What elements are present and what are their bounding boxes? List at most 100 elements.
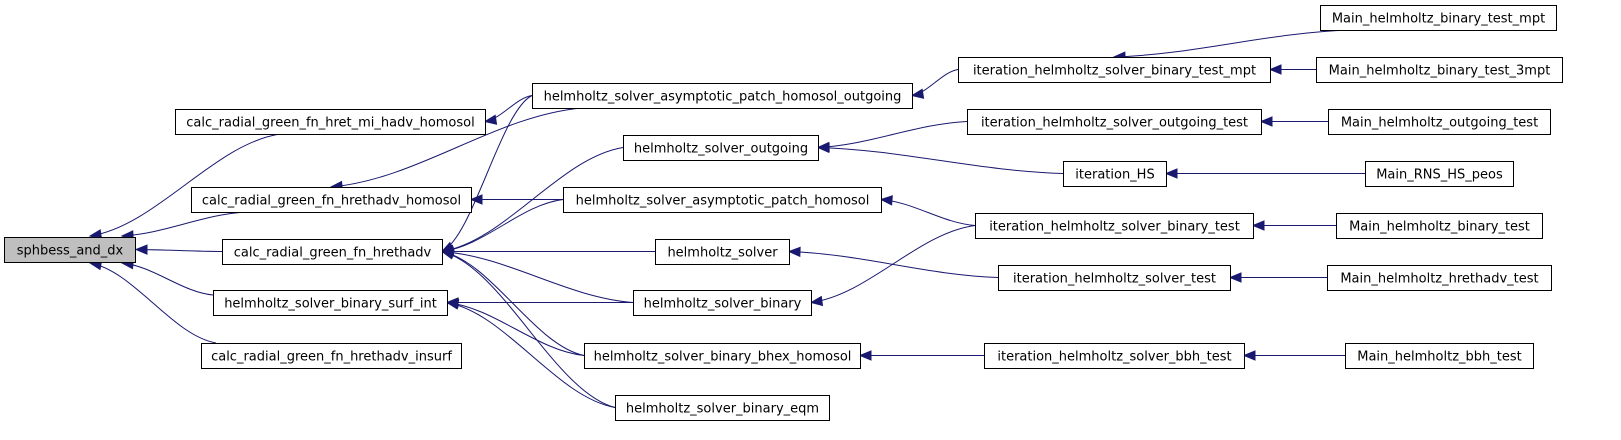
- node-box[interactable]: [4, 237, 136, 263]
- graph-node-n-m-3mpt[interactable]: Main_helmholtz_binary_test_3mpt: [1316, 57, 1563, 83]
- graph-node-n-asym[interactable]: helmholtz_solver_asymptotic_patch_homoso…: [563, 187, 882, 213]
- node-label: helmholtz_solver_binary: [644, 297, 802, 312]
- node-box[interactable]: [191, 187, 472, 213]
- node-box[interactable]: [1365, 161, 1514, 187]
- edge-arrowhead: [445, 299, 460, 310]
- graph-edge: [788, 251, 999, 278]
- node-label: iteration_HS: [1075, 168, 1154, 183]
- node-box[interactable]: [623, 135, 819, 161]
- node-label: helmholtz_solver_asymptotic_patch_homoso…: [544, 90, 902, 105]
- node-box[interactable]: [655, 239, 790, 265]
- edge-arrowhead: [440, 249, 455, 260]
- node-label: Main_helmholtz_hrethadv_test: [1340, 272, 1538, 287]
- graph-edge: [817, 147, 1064, 174]
- edge-arrowhead: [1228, 272, 1242, 283]
- node-box[interactable]: [975, 213, 1254, 239]
- graph-node-n-hrethadv[interactable]: calc_radial_green_fn_hrethadv: [222, 239, 443, 265]
- graph-node-n-asym-out[interactable]: helmholtz_solver_asymptotic_patch_homoso…: [532, 83, 913, 109]
- node-box[interactable]: [984, 343, 1245, 369]
- edge-arrowhead: [1251, 220, 1265, 231]
- node-label: helmholtz_solver_binary_bhex_homosol: [594, 350, 852, 365]
- graph-edge: [89, 133, 281, 237]
- graph-node-sphbess-and-dx[interactable]: sphbess_and_dx: [4, 237, 136, 263]
- node-box[interactable]: [1063, 161, 1167, 187]
- edge-arrowhead: [879, 195, 893, 206]
- graph-node-n-m-rns[interactable]: Main_RNS_HS_peos: [1365, 161, 1514, 187]
- graph-edge: [121, 211, 247, 237]
- node-label: iteration_helmholtz_solver_binary_test_m…: [973, 64, 1256, 79]
- node-label: iteration_helmholtz_solver_binary_test: [989, 220, 1240, 235]
- graph-edge: [880, 199, 976, 226]
- node-box[interactable]: [633, 290, 812, 316]
- graph-node-n-hret-mi[interactable]: calc_radial_green_fn_hret_mi_hadv_homoso…: [175, 109, 486, 135]
- graph-node-n-insurf[interactable]: calc_radial_green_fn_hrethadv_insurf: [201, 343, 462, 369]
- graph-node-n-m-mpt[interactable]: Main_helmholtz_binary_test_mpt: [1320, 5, 1557, 31]
- node-box[interactable]: [1345, 343, 1534, 369]
- edge-arrowhead: [134, 244, 148, 255]
- node-box[interactable]: [1316, 57, 1563, 83]
- node-box[interactable]: [201, 343, 462, 369]
- graph-edge: [441, 147, 624, 252]
- edge-arrowhead: [787, 246, 801, 258]
- graph-node-n-m-bbh[interactable]: Main_helmholtz_bbh_test: [1345, 343, 1534, 369]
- node-label: helmholtz_solver_outgoing: [634, 142, 808, 157]
- graph-node-n-m-hreth[interactable]: Main_helmholtz_hrethadv_test: [1327, 265, 1552, 291]
- node-box[interactable]: [563, 187, 882, 213]
- graph-node-n-it-hs[interactable]: iteration_HS: [1063, 161, 1167, 187]
- node-label: Main_helmholtz_outgoing_test: [1341, 116, 1538, 131]
- graph-edge: [135, 249, 223, 252]
- graph-node-n-it-mpt[interactable]: iteration_helmholtz_solver_binary_test_m…: [958, 57, 1271, 83]
- graph-edge: [441, 251, 616, 408]
- node-box[interactable]: [1320, 5, 1557, 31]
- node-box[interactable]: [222, 239, 443, 265]
- node-box[interactable]: [584, 343, 861, 369]
- node-label: helmholtz_solver_binary_eqm: [626, 402, 819, 417]
- graph-node-n-binary[interactable]: helmholtz_solver_binary: [633, 290, 812, 316]
- graph-node-n-bhex[interactable]: helmholtz_solver_binary_bhex_homosol: [584, 343, 861, 369]
- edge-arrowhead: [1242, 350, 1256, 361]
- graph-node-n-it-bbh[interactable]: iteration_helmholtz_solver_bbh_test: [984, 343, 1245, 369]
- graph-node-n-eqm[interactable]: helmholtz_solver_binary_eqm: [615, 395, 830, 421]
- edge-arrowhead: [809, 295, 824, 307]
- node-label: iteration_helmholtz_solver_outgoing_test: [981, 116, 1248, 131]
- graph-edges: [88, 29, 1365, 408]
- node-box[interactable]: [1327, 265, 1552, 291]
- node-label: Main_helmholtz_binary_test_3mpt: [1329, 64, 1551, 79]
- graph-node-n-hrethadv-homosol[interactable]: calc_radial_green_fn_hrethadv_homosol: [191, 187, 472, 213]
- edge-arrowhead: [816, 142, 830, 154]
- graph-node-n-outgoing[interactable]: helmholtz_solver_outgoing: [623, 135, 819, 161]
- node-label: calc_radial_green_fn_hrethadv_insurf: [211, 350, 452, 365]
- node-box[interactable]: [532, 83, 913, 109]
- node-box[interactable]: [967, 109, 1262, 135]
- graph-edge: [330, 107, 583, 188]
- graph-node-n-it-bin[interactable]: iteration_helmholtz_solver_binary_test: [975, 213, 1254, 239]
- edge-arrowhead: [1259, 116, 1273, 127]
- graph-edge: [89, 262, 217, 344]
- graph-node-n-solver[interactable]: helmholtz_solver: [655, 239, 790, 265]
- node-box[interactable]: [175, 109, 486, 135]
- node-label: Main_RNS_HS_peos: [1376, 168, 1503, 183]
- node-box[interactable]: [1328, 109, 1551, 135]
- node-label: helmholtz_solver_asymptotic_patch_homoso…: [576, 194, 870, 209]
- edge-arrowhead: [910, 88, 925, 99]
- node-box[interactable]: [958, 57, 1271, 83]
- node-label: helmholtz_solver_binary_surf_int: [224, 297, 437, 312]
- graph-edge: [441, 251, 634, 303]
- graph-node-n-m-out[interactable]: Main_helmholtz_outgoing_test: [1328, 109, 1551, 135]
- graph-edge: [446, 302, 585, 356]
- graph-node-n-m-bin[interactable]: Main_helmholtz_binary_test: [1336, 213, 1543, 239]
- node-box[interactable]: [1336, 213, 1543, 239]
- node-box[interactable]: [998, 265, 1231, 291]
- node-label: Main_helmholtz_bbh_test: [1357, 350, 1521, 365]
- node-label: calc_radial_green_fn_hrethadv_homosol: [202, 194, 461, 209]
- node-box[interactable]: [213, 290, 448, 316]
- graph-edge: [446, 302, 616, 408]
- graph-node-n-surf-int[interactable]: helmholtz_solver_binary_surf_int: [213, 290, 448, 316]
- edge-arrowhead: [1268, 64, 1282, 75]
- graph-node-n-it-out[interactable]: iteration_helmholtz_solver_outgoing_test: [967, 109, 1262, 135]
- graph-nodes: sphbess_and_dx calc_radial_green_fn_hret_…: [4, 5, 1563, 421]
- node-box[interactable]: [615, 395, 830, 421]
- graph-node-n-it-test[interactable]: iteration_helmholtz_solver_test: [998, 265, 1231, 291]
- edge-arrowhead: [483, 114, 498, 125]
